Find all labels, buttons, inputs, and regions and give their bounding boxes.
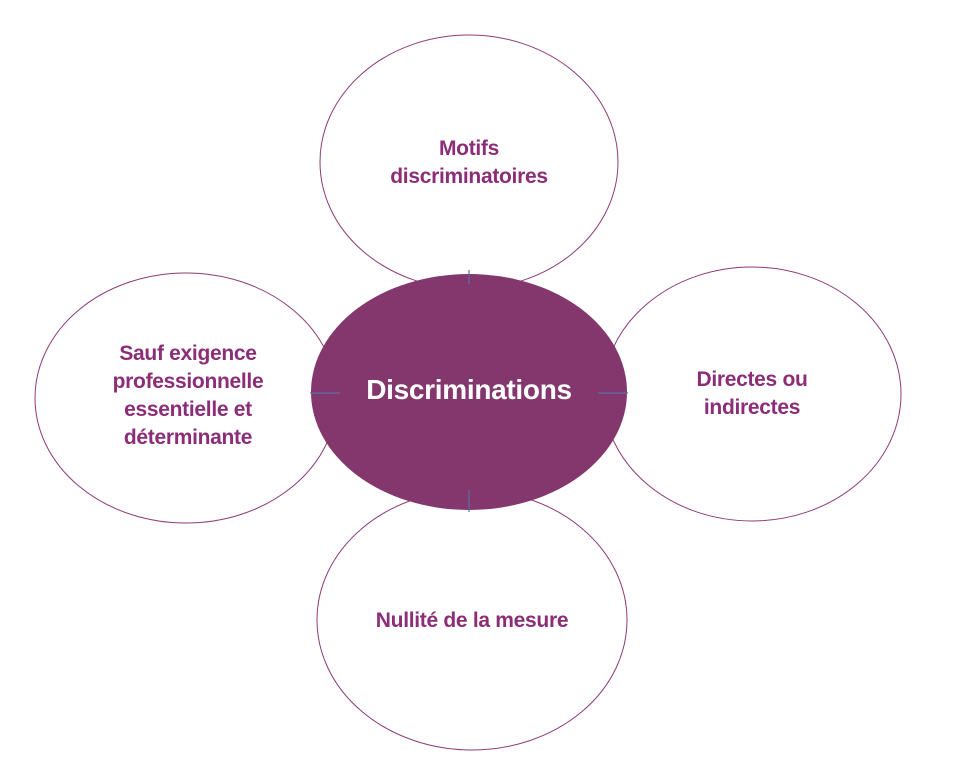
label-nullite: Nullité de la mesure xyxy=(375,609,569,632)
label-exigence: Sauf exigence professionnelle essentiell… xyxy=(112,342,264,449)
center-label: Discriminations xyxy=(366,374,572,405)
label-motifs: Motifs discriminatoires xyxy=(390,137,548,188)
center-node xyxy=(311,274,627,510)
label-directes: Directes ou indirectes xyxy=(696,368,808,419)
